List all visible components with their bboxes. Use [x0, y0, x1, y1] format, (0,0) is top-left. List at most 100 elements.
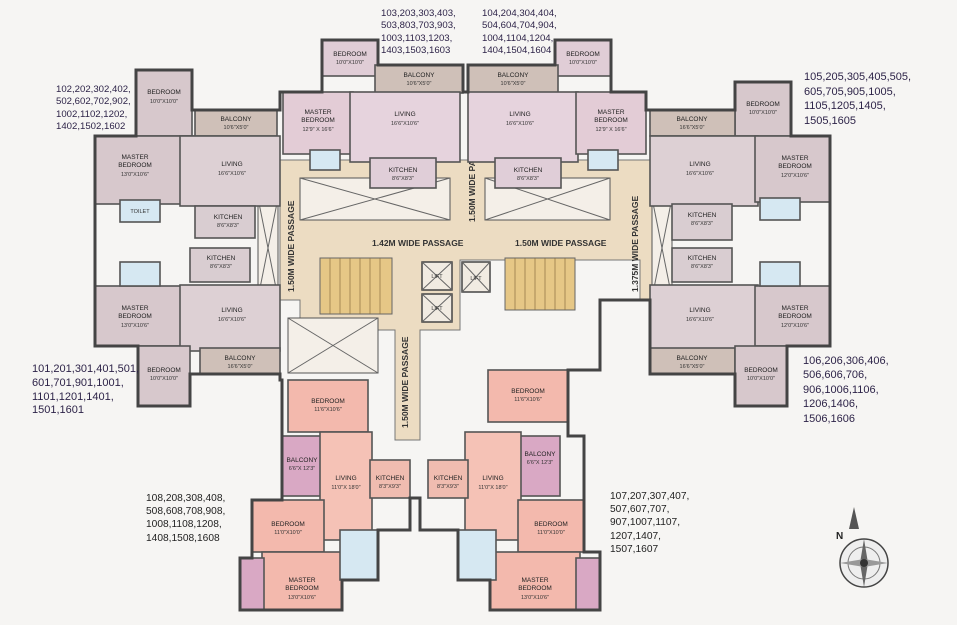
room-label: MASTER — [304, 109, 331, 116]
room-label: BALCONY — [524, 451, 556, 458]
room-label: KITCHEN — [376, 475, 405, 482]
room-label: BEDROOM — [534, 521, 568, 528]
room-label: BEDROOM — [311, 398, 345, 405]
unit-list-top-right: 105,205,305,405,505, 605,705,905,1005, 1… — [804, 71, 912, 127]
room-dim: 8'6"X8'3" — [217, 223, 239, 229]
room-dim: 10'0"X10'0" — [336, 60, 364, 66]
central-core: 1.42M WIDE PASSAGE 1.50M WIDE PASSAGE 1.… — [257, 130, 673, 441]
room-dim: 16'6"X10'6" — [686, 317, 714, 323]
passage-label-2: 1.50M WIDE PASSAGE — [515, 238, 607, 248]
room-dim: 12'9" X 16'6" — [595, 127, 626, 133]
room-dim: 16'6"X5'0" — [228, 364, 253, 370]
room-label: BALCONY — [224, 355, 256, 362]
room-label: BALCONY — [676, 116, 708, 123]
room-label: KITCHEN — [434, 475, 463, 482]
room-label: BEDROOM — [333, 51, 367, 58]
room-label: BEDROOM — [594, 117, 628, 124]
room-label: BEDROOM — [118, 313, 152, 320]
room-label: TOILET — [130, 209, 150, 215]
room-label: BEDROOM — [118, 162, 152, 169]
room-dim: 16'6"X10'6" — [506, 121, 534, 127]
room-dim: 11'0"X 18'0" — [331, 485, 360, 491]
unit-bottom-left: BEDROOM 11'6"X10'6" BALCONY 6'6"X 12'3" … — [239, 379, 411, 611]
passage-label-6: 1.50M WIDE PASSAGE — [400, 336, 410, 428]
room-dim: 8'6"X8'3" — [517, 176, 539, 182]
room-dim: 10'6"X5'0" — [501, 81, 526, 87]
unit-list-left-lower: 101,201,301,401,501, 601,701,901,1001, 1… — [32, 363, 140, 417]
unit-list-top-left: 102,202,302,402, 502,602,702,902, 1002,1… — [56, 84, 131, 133]
unit-list-top-mid-left: 103,203,303,403, 503,803,703,903, 1003,1… — [381, 8, 456, 57]
room-label: MASTER — [288, 577, 315, 584]
room-label: LIVING — [221, 307, 242, 314]
room-label: KITCHEN — [389, 167, 418, 174]
room-label: KITCHEN — [688, 255, 717, 262]
room-dim: 11'6"X10'6" — [314, 407, 342, 413]
room-label: MASTER — [597, 109, 624, 116]
room-label: BEDROOM — [778, 313, 812, 320]
compass-north-label: N — [836, 531, 844, 542]
stair-treads — [329, 258, 566, 314]
unit-list-top-mid-right: 104,204,304,404, 504,604,704,904, 1004,1… — [482, 8, 557, 57]
room-dim: 8'6"X8'3" — [691, 264, 713, 270]
room-dim: 8'3"X9'3" — [379, 484, 401, 490]
room-label: BEDROOM — [566, 51, 600, 58]
room-dim: 10'0"X10'0" — [150, 376, 178, 382]
room-label: BEDROOM — [511, 388, 545, 395]
unit-right-lower: KITCHEN 8'6"X8'3" LIVING 16'6"X10'6" MAS… — [649, 247, 831, 407]
room-dim: 13'0"X10'6" — [121, 172, 149, 178]
room-dim: 16'6"X10'6" — [218, 171, 246, 177]
room-label: BALCONY — [220, 116, 252, 123]
room-label: BEDROOM — [147, 367, 181, 374]
stair-left — [319, 257, 393, 315]
room-label: MASTER — [121, 154, 148, 161]
unit-top-left: BEDROOM 10'0"X10'0" MASTER BEDROOM 13'0"… — [94, 69, 281, 239]
lift-shafts — [421, 261, 491, 323]
room-label: BALCONY — [403, 72, 435, 79]
room-label: LIVING — [509, 111, 530, 118]
lift-label-1: LIFT — [431, 274, 443, 280]
stair-right — [504, 257, 576, 311]
room-dim: 10'0"X10'0" — [747, 376, 775, 382]
compass: N — [828, 505, 892, 595]
room-dim: 11'0"X10'0" — [537, 530, 565, 536]
room-label: BALCONY — [286, 457, 318, 464]
room-label: BEDROOM — [301, 117, 335, 124]
room-label: BEDROOM — [518, 585, 552, 592]
room-dim: 13'0"X10'6" — [288, 595, 316, 601]
unit-left-lower: KITCHEN 8'6"X8'3" MASTER BEDROOM 13'0"X1… — [94, 247, 281, 407]
room-label: LIVING — [482, 475, 503, 482]
room-dim: 8'6"X8'3" — [691, 221, 713, 227]
unit-top-right: BEDROOM 10'0"X10'0" BALCONY 16'6"X5'0" L… — [649, 81, 831, 241]
room-dim: 12'0"X10'6" — [781, 323, 809, 329]
unit-bottom-right: BEDROOM 11'6"X10'6" BALCONY 6'6"X 12'3" … — [427, 369, 601, 611]
room-label: KITCHEN — [214, 214, 243, 221]
room-dim: 11'0"X 18'0" — [478, 485, 507, 491]
room-dim: 13'0"X10'6" — [521, 595, 549, 601]
outer-wall — [93, 38, 832, 612]
room-dim: 10'0"X10'0" — [749, 110, 777, 116]
room-dim: 10'0"X10'0" — [569, 60, 597, 66]
room-dim: 12'0"X10'6" — [781, 173, 809, 179]
unit-top-mid-left: BEDROOM 10'0"X10'0" BALCONY 10'6"X5'0" M… — [282, 39, 464, 189]
room-dim: 10'6"X5'0" — [224, 125, 249, 131]
room-dim: 13'0"X10'6" — [121, 323, 149, 329]
room-label: BEDROOM — [271, 521, 305, 528]
lift-label-3: LIFT — [470, 276, 482, 282]
room-label: BEDROOM — [147, 89, 181, 96]
room-label: MASTER — [121, 305, 148, 312]
room-dim: 16'6"X5'0" — [680, 364, 705, 370]
unit-list-bottom-left: 108,208,308,408, 508,608,708,908, 1008,1… — [146, 493, 226, 544]
room-dim: 12'9" X 16'6" — [302, 127, 333, 133]
room-label: MASTER — [781, 305, 808, 312]
compass-icon — [839, 507, 889, 588]
room-dim: 8'6"X8'3" — [392, 176, 414, 182]
room-dim: 6'6"X 12'3" — [527, 460, 554, 466]
room-label: BEDROOM — [285, 585, 319, 592]
room-dim: 11'0"X10'0" — [274, 530, 302, 536]
room-label: LIVING — [335, 475, 356, 482]
room-dim: 10'0"X10'0" — [150, 99, 178, 105]
room-label: BEDROOM — [744, 367, 778, 374]
room-label: LIVING — [394, 111, 415, 118]
lift-label-2: LIFT — [431, 306, 443, 312]
